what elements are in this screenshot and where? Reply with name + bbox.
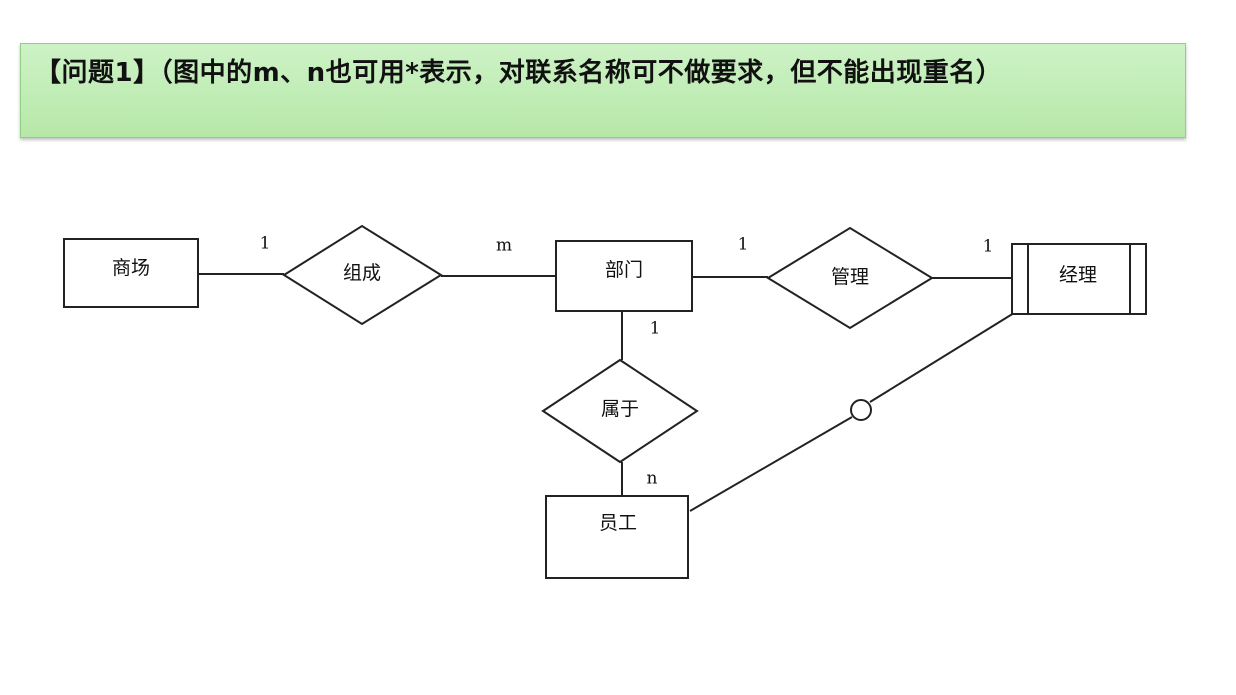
entity-mall-label: 商场 (112, 257, 150, 279)
entity-employee-label: 员工 (599, 512, 637, 534)
relationship-belong (541, 358, 699, 464)
cardinality-manage-manager: 1 (983, 237, 994, 257)
line-isa-manager (869, 312, 1015, 403)
cardinality-department-belong: 1 (650, 319, 661, 339)
relationship-compose-label: 组成 (343, 262, 381, 284)
question-banner: 【问题1】（图中的m、n也可用*表示，对联系名称可不做要求，但不能出现重名） (20, 43, 1186, 138)
relationship-compose (282, 224, 443, 326)
relationship-belong-label: 属于 (601, 398, 639, 420)
line-employee-manager-isa (689, 416, 853, 512)
cardinality-compose-department: m (496, 236, 512, 256)
cardinality-belong-employee: n (647, 469, 658, 489)
entity-manager (1011, 243, 1147, 315)
cardinality-mall-compose: 1 (260, 234, 271, 254)
entity-department (555, 240, 693, 312)
relationship-manage (766, 226, 934, 330)
relationship-manage-label: 管理 (831, 266, 869, 288)
isa-subtype-circle (850, 399, 872, 421)
entity-mall (63, 238, 199, 308)
entity-manager-label: 经理 (1059, 264, 1097, 286)
entity-employee (545, 495, 689, 579)
entity-department-label: 部门 (605, 259, 643, 281)
question-text: 【问题1】（图中的m、n也可用*表示，对联系名称可不做要求，但不能出现重名） (35, 58, 1003, 88)
cardinality-department-manage: 1 (738, 235, 749, 255)
